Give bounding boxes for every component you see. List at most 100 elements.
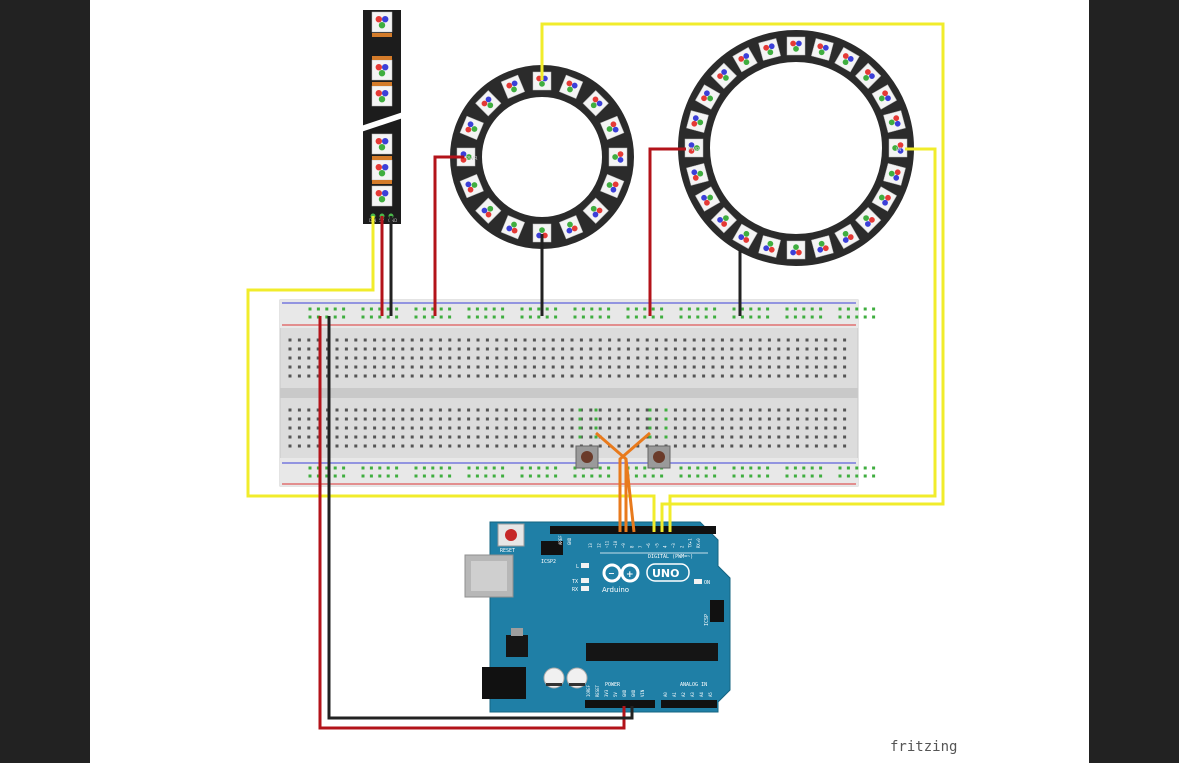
- rail-hole: [573, 307, 577, 311]
- breadboard-hole: [391, 365, 395, 369]
- breadboard-hole: [711, 338, 715, 342]
- reset-label: RESET: [500, 548, 515, 554]
- ring-24-pixel: [732, 47, 758, 73]
- push-button-right[interactable]: [647, 445, 671, 469]
- wire-yellow-strip-data[interactable]: [246, 216, 656, 532]
- breadboard-hole: [796, 408, 800, 412]
- breadboard-hole: [354, 338, 358, 342]
- breadboard-hole: [749, 444, 753, 448]
- ring-16-pixels: [456, 71, 628, 243]
- rail-hole: [634, 307, 638, 311]
- breadboard-hole: [307, 426, 311, 430]
- breadboard-hole: [420, 365, 424, 369]
- rail-hole: [537, 474, 541, 478]
- breadboard-hole: [767, 347, 771, 351]
- breadboard-hole: [617, 444, 621, 448]
- breadboard-hole: [523, 417, 527, 421]
- rail-hole: [554, 474, 558, 478]
- wire-yellow-ring-data[interactable]: [540, 22, 945, 532]
- active-hole: [594, 408, 598, 412]
- breadboard-hole: [579, 356, 583, 360]
- rail-hole: [520, 307, 524, 311]
- breadboard-hole: [495, 444, 499, 448]
- breadboard-hole: [561, 444, 565, 448]
- breadboard-hole: [410, 444, 414, 448]
- bottom-power-rail: [280, 458, 858, 486]
- analog-pin-label: A0: [663, 692, 668, 697]
- breadboard-hole: [373, 347, 377, 351]
- wire-red-ring24-pwr[interactable]: [648, 147, 686, 316]
- breadboard-hole: [523, 374, 527, 378]
- breadboard-hole: [777, 347, 781, 351]
- rail-hole: [333, 315, 337, 319]
- breadboard-hole: [344, 426, 348, 430]
- breadboard-hole: [335, 435, 339, 439]
- rail-hole: [448, 466, 452, 470]
- breadboard-hole: [777, 374, 781, 378]
- strip-pixel: [371, 59, 393, 81]
- breadboard-hole: [636, 347, 640, 351]
- l-label: L: [576, 564, 579, 570]
- breadboard-hole: [382, 365, 386, 369]
- breadboard-hole: [673, 417, 677, 421]
- ring-16-pixel: [582, 90, 609, 117]
- breadboard-hole: [814, 435, 818, 439]
- breadboard-hole: [504, 417, 508, 421]
- breadboard-hole: [720, 356, 724, 360]
- wire-yellow-ring24-in[interactable]: [668, 147, 937, 532]
- breadboard-hole: [457, 408, 461, 412]
- breadboard-hole: [448, 356, 452, 360]
- rail-hole: [475, 474, 479, 478]
- breadboard-hole: [749, 338, 753, 342]
- rail-hole: [386, 466, 390, 470]
- rail-hole: [598, 315, 602, 319]
- wire-orange-button-right[interactable]: [618, 431, 651, 532]
- breadboard-hole: [561, 347, 565, 351]
- breadboard-hole: [316, 426, 320, 430]
- rail-hole: [342, 307, 346, 311]
- breadboard-hole: [598, 356, 602, 360]
- breadboard-hole: [730, 444, 734, 448]
- breadboard-hole: [532, 426, 536, 430]
- breadboard-hole: [344, 365, 348, 369]
- breadboard-hole: [843, 347, 847, 351]
- ring-24-pixel: [695, 186, 721, 212]
- breadboard-hole: [335, 408, 339, 412]
- wire-black-gnd-arduino[interactable]: [327, 316, 634, 720]
- breadboard-hole: [420, 374, 424, 378]
- breadboard-hole: [796, 426, 800, 430]
- breadboard-hole: [363, 338, 367, 342]
- rail-hole: [802, 474, 806, 478]
- breadboard-hole: [429, 435, 433, 439]
- rail-hole: [316, 307, 320, 311]
- active-hole: [664, 435, 668, 439]
- rail-hole: [855, 466, 859, 470]
- ring-16-pixel: [558, 74, 584, 99]
- rail-hole: [793, 307, 797, 311]
- breadboard-hole: [429, 374, 433, 378]
- breadboard-hole: [758, 426, 762, 430]
- breadboard-hole: [344, 374, 348, 378]
- breadboard-hole: [504, 374, 508, 378]
- neopixel-ring-16: PWR: [450, 65, 634, 249]
- breadboard-hole: [542, 444, 546, 448]
- wire-red-ring16-pwr[interactable]: [433, 155, 464, 316]
- breadboard-hole: [814, 426, 818, 430]
- breadboard-hole: [476, 417, 480, 421]
- ring-24-pixels: [684, 36, 908, 260]
- breadboard-hole: [542, 426, 546, 430]
- breadboard-hole: [749, 374, 753, 378]
- breadboard-hole: [589, 347, 593, 351]
- push-button-left[interactable]: [575, 445, 599, 469]
- breadboard-hole: [843, 426, 847, 430]
- rail-hole: [467, 307, 471, 311]
- breadboard-hole: [448, 365, 452, 369]
- breadboard-hole: [448, 347, 452, 351]
- breadboard-hole: [457, 338, 461, 342]
- breadboard-hole: [589, 356, 593, 360]
- rail-hole: [643, 307, 647, 311]
- breadboard-hole: [542, 356, 546, 360]
- breadboard-hole: [354, 347, 358, 351]
- breadboard-hole: [711, 444, 715, 448]
